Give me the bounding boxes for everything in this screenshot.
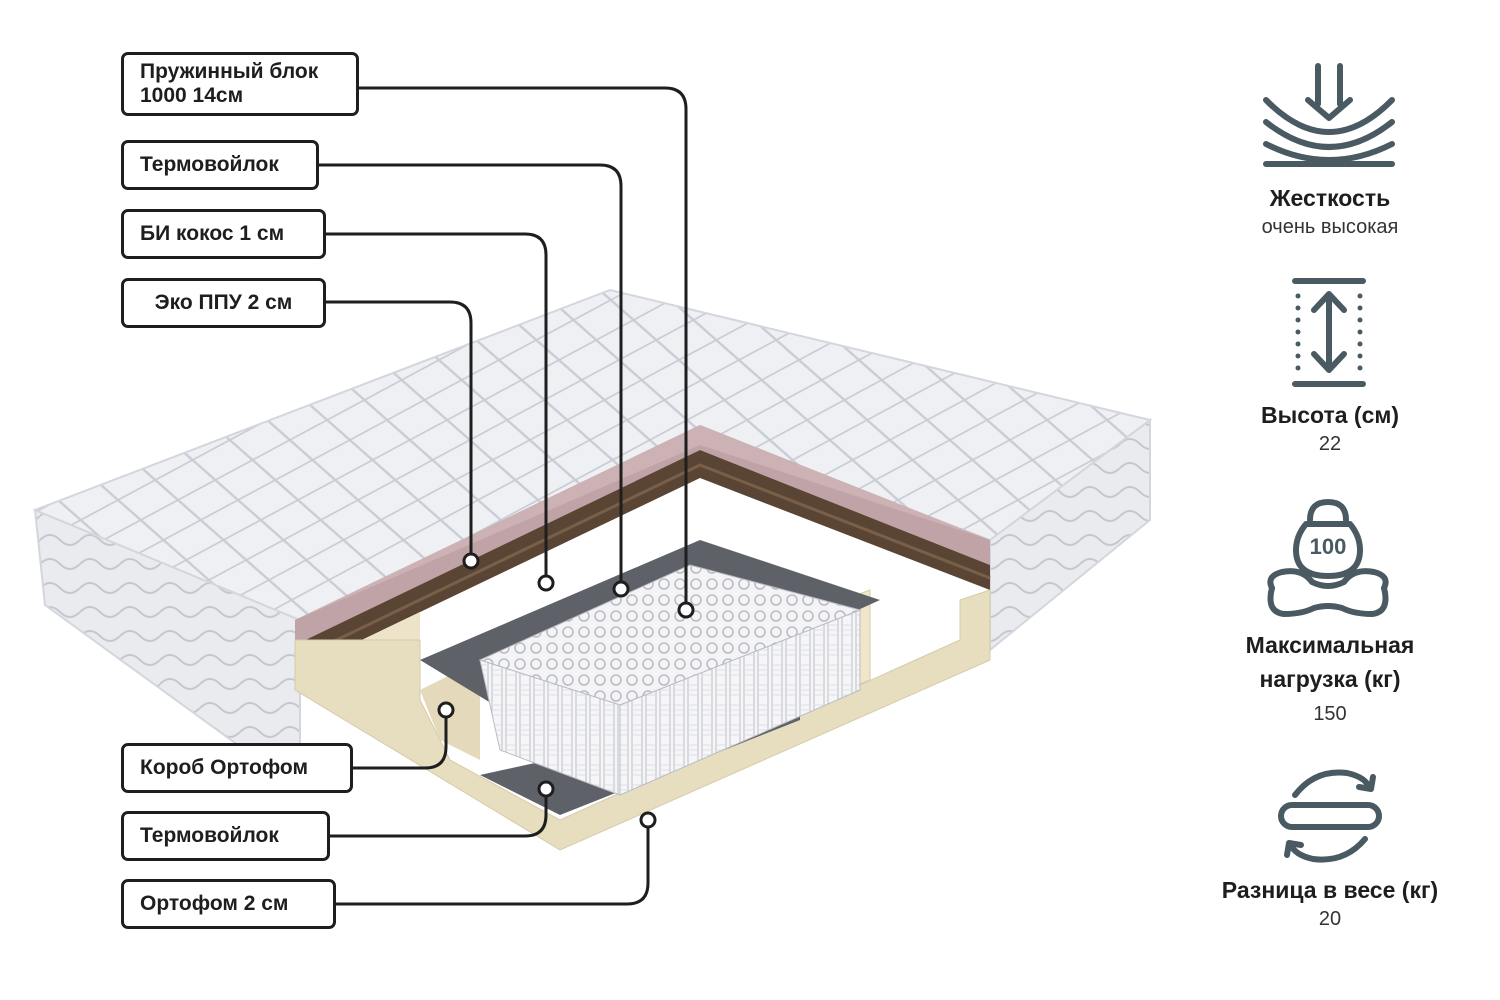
label-spring-block-line2: 1000 14см: [140, 84, 244, 107]
label-eco-foam-text: Эко ППУ 2 см: [154, 291, 293, 314]
coconut-layer: [295, 450, 990, 672]
leader-lines: [318, 86, 688, 906]
label-eco-foam: Эко ППУ 2 см: [121, 278, 326, 328]
spec-height-title: Высота (см): [1260, 402, 1400, 428]
leader-dots: [437, 552, 695, 829]
label-coconut: БИ кокос 1 см: [121, 209, 326, 259]
spec-max-load-title-line1: Максимальная: [1245, 632, 1415, 658]
leader-orthofoam: [335, 820, 650, 906]
spec-weight-difference: Разница в весе (кг) 20: [1200, 873, 1460, 931]
firmness-icon: [1263, 63, 1395, 167]
label-orthofoam-box-text: Короб Ортофом: [140, 756, 309, 779]
label-coconut-text: БИ кокос 1 см: [140, 222, 285, 245]
spec-max-load-value: 150: [1313, 703, 1347, 725]
label-spring-block: Пружинный блок 1000 14см: [121, 52, 359, 116]
label-felt-bottom: Термовойлок: [121, 811, 330, 861]
weight-icon: 100: [1267, 499, 1389, 617]
weight-icon-text: 100: [1310, 534, 1347, 559]
spec-height-value: 22: [1318, 433, 1342, 455]
spec-firmness: Жесткость очень высокая: [1200, 181, 1460, 239]
height-icon: [1292, 278, 1366, 387]
dot-eco-foam: [462, 552, 480, 570]
leader-spring-block: [358, 86, 688, 608]
flip-icon: [1278, 769, 1382, 863]
dot-orthofoam: [639, 811, 657, 829]
leader-felt-bottom: [329, 789, 548, 838]
dot-felt-bottom: [537, 780, 555, 798]
dot-felt-top: [612, 580, 630, 598]
label-orthofoam-box: Короб Ортофом: [121, 743, 353, 793]
label-felt-bottom-text: Термовойлок: [140, 824, 279, 847]
spec-weight-difference-title: Разница в весе (кг): [1221, 877, 1439, 903]
label-spring-block-line1: Пружинный блок: [140, 60, 319, 83]
dot-coconut: [537, 574, 555, 592]
spec-weight-difference-value: 20: [1318, 908, 1342, 930]
spec-height: Высота (см) 22: [1200, 398, 1460, 456]
spec-max-load: Максимальная нагрузка (кг) 150: [1200, 628, 1460, 726]
leader-felt-top: [318, 163, 623, 588]
leader-eco-foam: [325, 300, 473, 560]
spec-max-load-title-line2: нагрузка (кг): [1259, 666, 1401, 692]
dot-orthofoam-box: [437, 701, 455, 719]
spec-firmness-value: очень высокая: [1261, 216, 1399, 238]
dot-spring-block: [677, 601, 695, 619]
spec-firmness-title: Жесткость: [1269, 185, 1391, 211]
leader-orthofoam-box: [352, 710, 448, 770]
label-orthofoam-text: Ортофом 2 см: [140, 892, 289, 915]
leader-coconut: [325, 232, 548, 582]
label-felt-top-text: Термовойлок: [140, 153, 279, 176]
label-felt-top: Термовойлок: [121, 140, 319, 190]
label-orthofoam: Ортофом 2 см: [121, 879, 336, 929]
